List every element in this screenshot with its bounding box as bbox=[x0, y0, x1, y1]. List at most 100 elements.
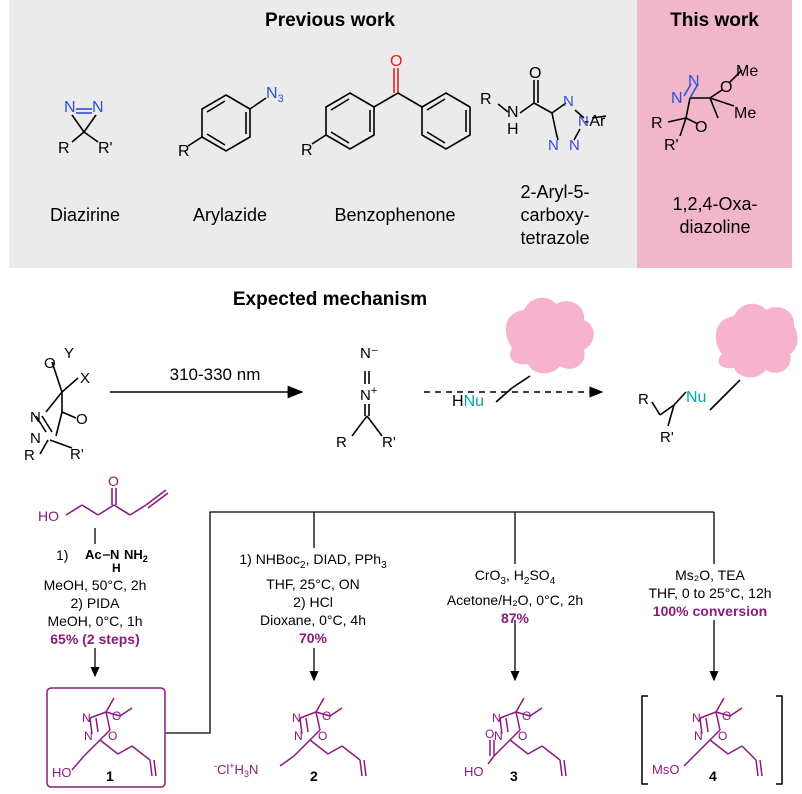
wavelength-label: 310-330 nm bbox=[169, 365, 261, 384]
mechanism-heading: Expected mechanism bbox=[232, 289, 428, 310]
svg-text:R': R' bbox=[664, 137, 679, 154]
svg-text:O: O bbox=[44, 355, 56, 372]
ammonium-label: -Cl+H3N bbox=[214, 761, 258, 779]
svg-text:O: O bbox=[112, 709, 121, 723]
svg-text:O: O bbox=[722, 709, 731, 723]
svg-text:R: R bbox=[480, 91, 492, 108]
svg-text:O: O bbox=[720, 79, 732, 96]
svg-text:MsO: MsO bbox=[652, 762, 679, 777]
svg-text:O: O bbox=[529, 65, 541, 82]
compound-2-structure bbox=[279, 697, 367, 777]
compound-4-structure bbox=[683, 697, 763, 777]
diazirine-name: Diazirine bbox=[49, 205, 121, 225]
svg-text:N: N bbox=[578, 113, 589, 130]
svg-text:N: N bbox=[694, 729, 703, 743]
previous-work-heading: Previous work bbox=[265, 10, 395, 31]
route1-conditions: MeOH, 50°C, 2h 2) PIDA MeOH, 0°C, 1h 65%… bbox=[43, 577, 147, 647]
svg-text:HO: HO bbox=[38, 508, 59, 524]
svg-text:N: N bbox=[563, 93, 574, 110]
svg-text:R: R bbox=[336, 434, 347, 451]
svg-text:O: O bbox=[518, 729, 527, 743]
svg-text:R': R' bbox=[382, 434, 396, 451]
svg-text:O: O bbox=[485, 727, 494, 741]
arylazide-name: Arylazide bbox=[192, 205, 268, 225]
compound-1-label: 1 bbox=[106, 768, 114, 784]
svg-text:N: N bbox=[82, 711, 91, 725]
arylazide-structure bbox=[187, 94, 267, 152]
svg-text:O: O bbox=[718, 729, 727, 743]
svg-text:N: N bbox=[569, 137, 580, 154]
compound-1-structure bbox=[71, 697, 157, 777]
product-nu-label: Nu bbox=[686, 389, 706, 406]
svg-text:R: R bbox=[58, 140, 70, 157]
svg-text:N: N bbox=[548, 137, 559, 154]
svg-text:HO: HO bbox=[52, 765, 72, 780]
svg-text:O: O bbox=[76, 411, 88, 428]
protein-blob-right bbox=[715, 303, 798, 378]
route4-conditions: Ms₂O, TEA THF, 0 to 25°C, 12h 100% conve… bbox=[648, 567, 772, 619]
compound-4-bracket-right bbox=[776, 695, 783, 785]
route3-conditions: CrO3, H2SO4 Acetone/H₂O, 0°C, 2h 87% bbox=[430, 566, 600, 627]
svg-text:N: N bbox=[84, 729, 93, 743]
svg-text:H: H bbox=[507, 121, 519, 138]
svg-text:O: O bbox=[522, 709, 531, 723]
benzophenone-structure bbox=[311, 68, 471, 150]
svg-text:N: N bbox=[30, 409, 41, 426]
this-work-heading: This work bbox=[670, 10, 759, 31]
svg-text:R': R' bbox=[70, 446, 84, 463]
svg-text:R: R bbox=[301, 142, 313, 159]
svg-text:N: N bbox=[492, 711, 501, 725]
svg-text:R: R bbox=[638, 391, 649, 408]
svg-text:X: X bbox=[80, 370, 90, 387]
this-work-panel bbox=[637, 0, 792, 268]
svg-text:O: O bbox=[108, 729, 117, 743]
svg-text:O: O bbox=[322, 709, 331, 723]
svg-text:N: N bbox=[692, 711, 701, 725]
diazo-intermediate bbox=[351, 371, 383, 437]
svg-text:O: O bbox=[695, 119, 707, 136]
svg-text:N: N bbox=[292, 711, 301, 725]
svg-text:N: N bbox=[494, 729, 503, 743]
compound-4-bracket-left bbox=[641, 695, 648, 785]
svg-text:Me: Me bbox=[736, 63, 758, 80]
svg-text:R': R' bbox=[660, 429, 674, 446]
svg-text:NH2: NH2 bbox=[124, 547, 148, 564]
compound-2-label: 2 bbox=[310, 768, 318, 784]
svg-text:R': R' bbox=[98, 140, 113, 157]
svg-text:O: O bbox=[108, 473, 119, 489]
mechanism-reactant bbox=[35, 361, 79, 455]
diazirine-structure bbox=[71, 108, 99, 143]
svg-text:R: R bbox=[178, 143, 190, 160]
svg-text:N: N bbox=[110, 547, 119, 562]
compound-4-label: 4 bbox=[709, 768, 717, 784]
previous-work-panel bbox=[9, 0, 639, 268]
compound-3-structure bbox=[487, 697, 567, 777]
svg-text:‑Ar: ‑Ar bbox=[584, 113, 606, 130]
oxadiazoline-structure bbox=[667, 83, 735, 137]
diazirine-n-label: N bbox=[64, 99, 76, 116]
protein-blob-left bbox=[505, 297, 594, 374]
svg-text:Ac: Ac bbox=[85, 547, 102, 562]
compound-3-label: 3 bbox=[510, 768, 518, 784]
svg-text:N: N bbox=[507, 104, 519, 121]
benzophenone-name: Benzophenone bbox=[334, 205, 456, 225]
svg-text:N: N bbox=[92, 99, 104, 116]
svg-text:Y: Y bbox=[64, 345, 74, 362]
compound-1-box bbox=[46, 687, 166, 788]
svg-text:H: H bbox=[112, 561, 121, 575]
route2-line1: 1) NHBoc2, DIAD, PPh3 bbox=[239, 551, 387, 571]
route3-line1: CrO3, H2SO4 bbox=[474, 567, 556, 587]
svg-text:N: N bbox=[688, 73, 700, 90]
carbonyl-o-label: O bbox=[390, 53, 402, 70]
svg-text:N: N bbox=[671, 90, 683, 107]
svg-text:R: R bbox=[24, 447, 35, 464]
tetrazole-structure bbox=[497, 80, 607, 141]
tetrazole-name: 2-Aryl-5- carboxy- tetrazole bbox=[520, 182, 590, 248]
oxadiazoline-name: 1,2,4-Oxa- diazoline bbox=[672, 194, 758, 237]
svg-text:R: R bbox=[651, 115, 663, 132]
svg-text:N⁻: N⁻ bbox=[360, 345, 379, 362]
svg-text:Me: Me bbox=[734, 105, 756, 122]
azide-n3-label: N3 bbox=[266, 85, 284, 105]
starting-ketone bbox=[65, 488, 169, 516]
